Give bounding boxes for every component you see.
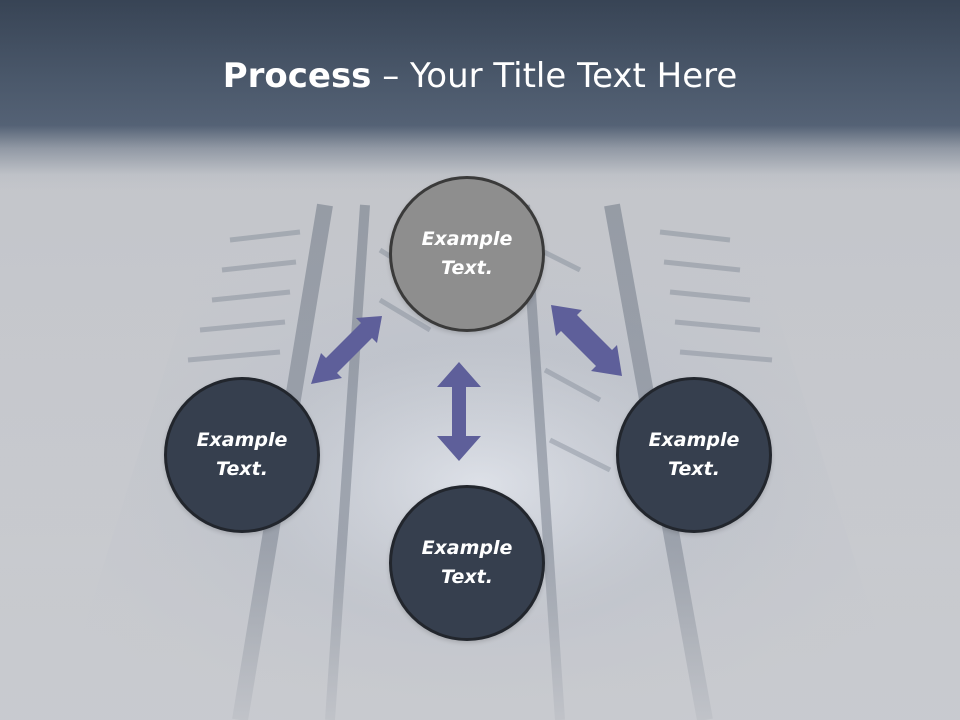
title-bold-text: Process	[222, 56, 372, 96]
node-right-line2: Text.	[668, 458, 720, 480]
process-node-top: Example Text.	[389, 176, 545, 332]
node-top-line1: Example	[421, 228, 513, 250]
node-top-line2: Text.	[441, 257, 493, 279]
slide-title: Process – Your Title Text Here	[0, 52, 960, 100]
node-right-line1: Example	[648, 429, 740, 451]
node-bottom-line2: Text.	[441, 566, 493, 588]
node-bottom-line1: Example	[421, 537, 513, 559]
process-node-bottom: Example Text.	[389, 485, 545, 641]
process-node-right: Example Text.	[616, 377, 772, 533]
node-left-line1: Example	[196, 429, 288, 451]
node-left-line2: Text.	[216, 458, 268, 480]
process-node-left: Example Text.	[164, 377, 320, 533]
title-rest-text: – Your Title Text Here	[371, 56, 738, 96]
